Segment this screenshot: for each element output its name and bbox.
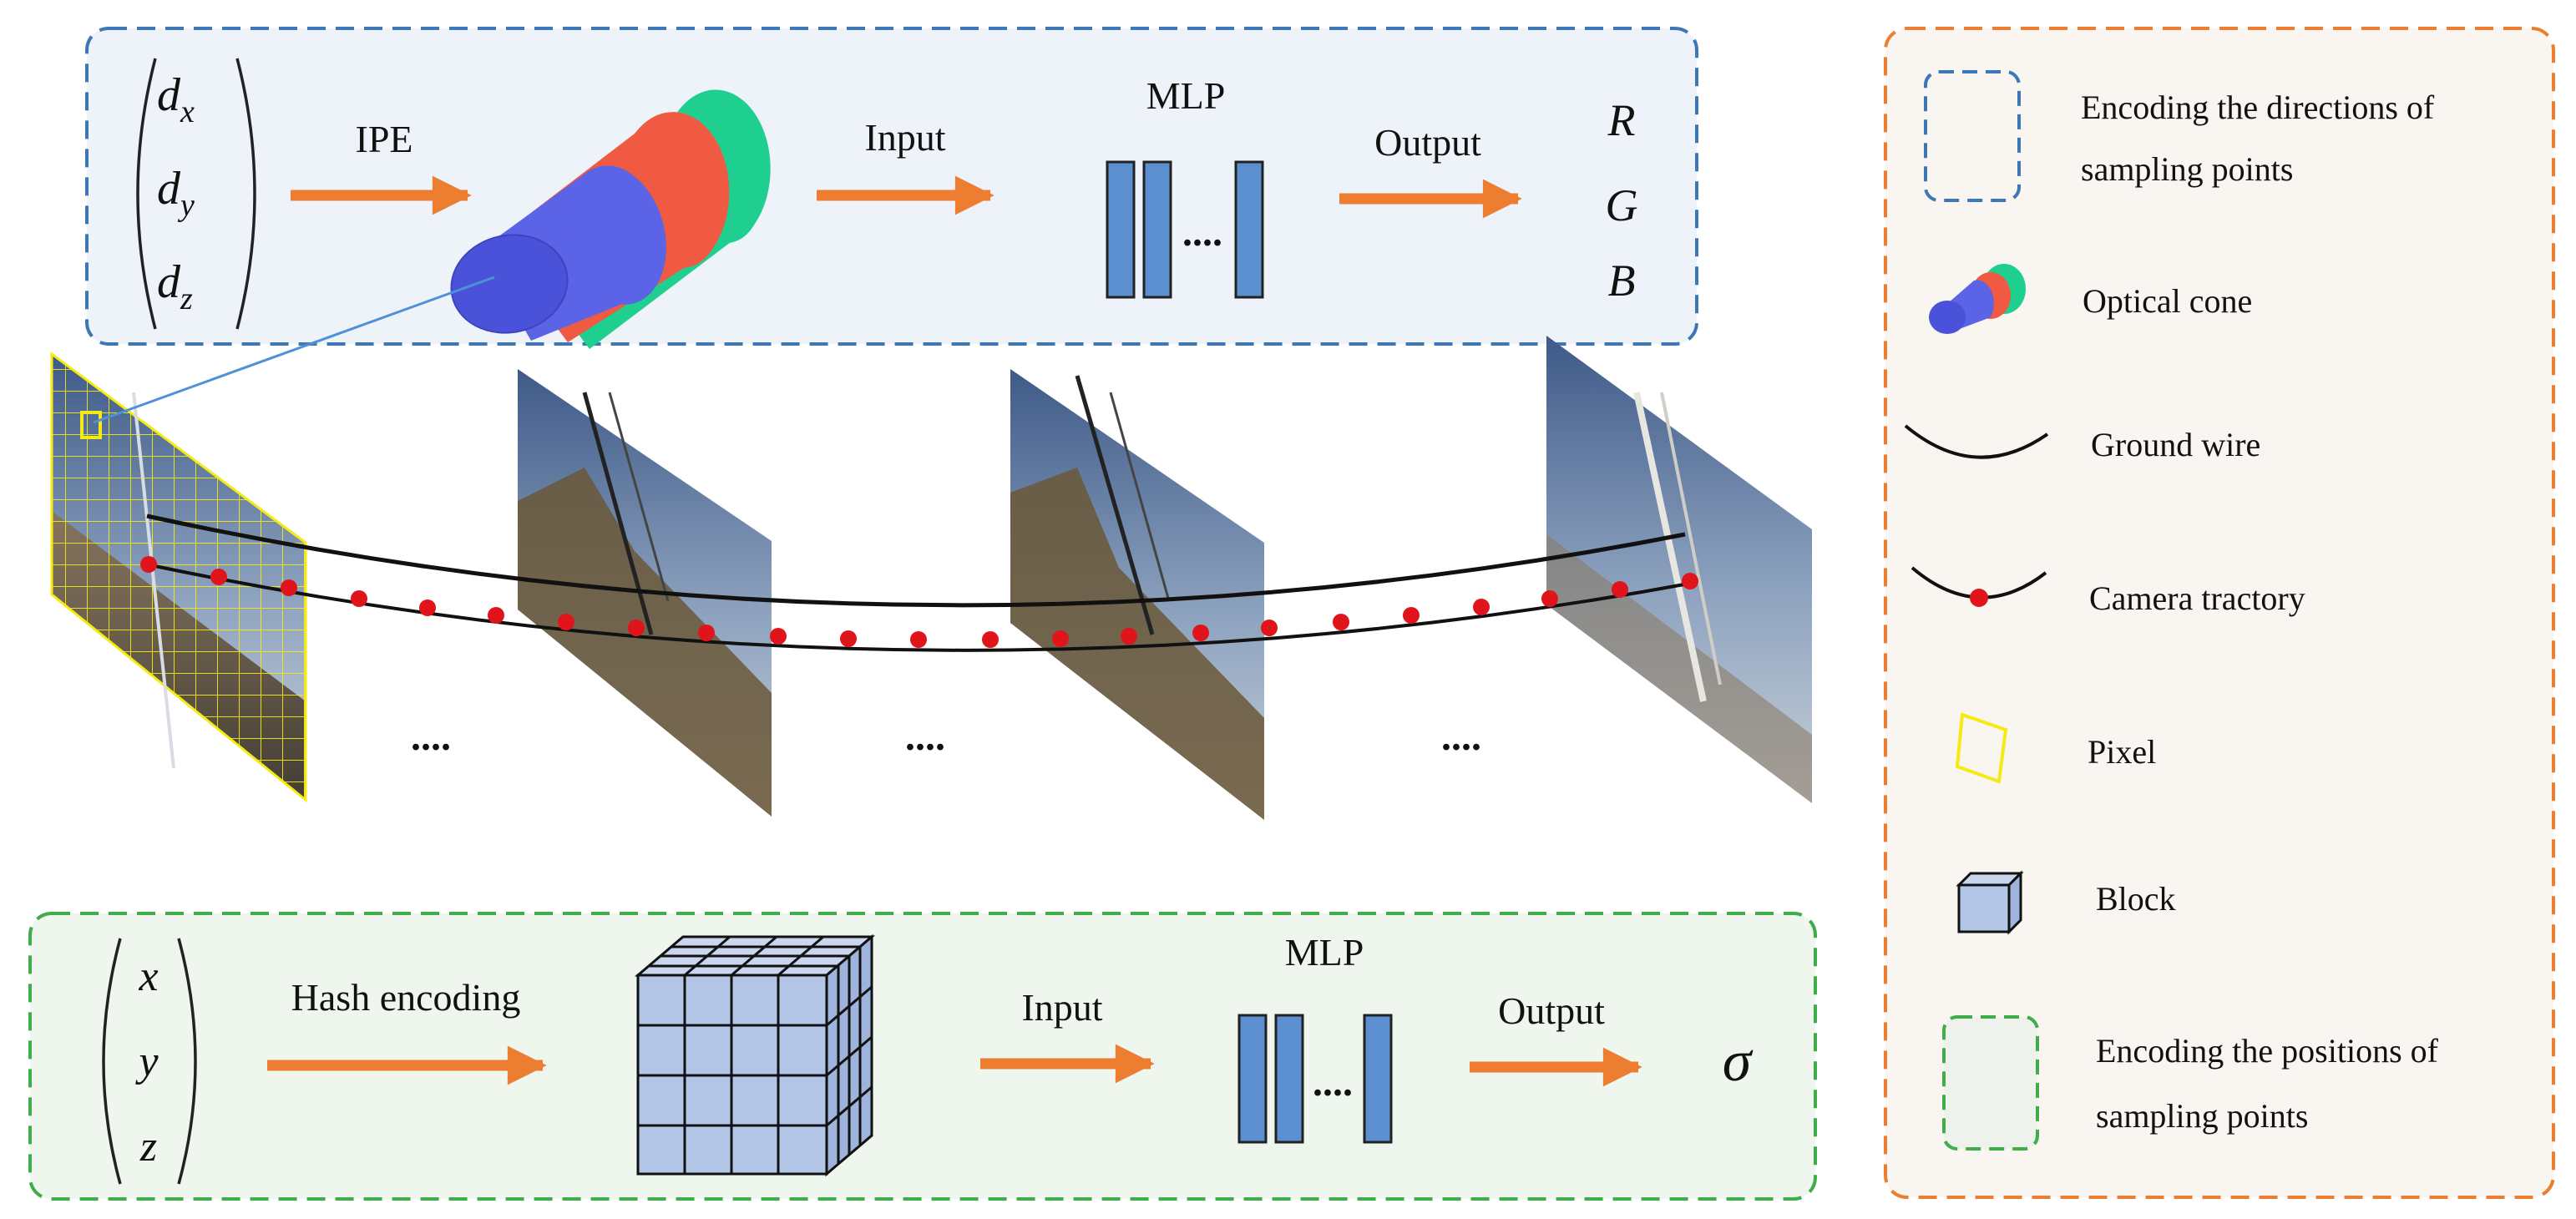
top-mlp-label: MLP [1146,74,1226,117]
gap-dots-1: .... [411,715,451,759]
legend-label-positions-1: Encoding the positions of [2096,1032,2439,1070]
bottom-input-label: Input [1021,986,1102,1029]
legend-blue-box-icon [1924,70,2021,202]
output-r: R [1607,95,1636,145]
optical-cone [450,89,771,349]
right-paren [235,58,256,330]
legend-trajectory-icon [1910,566,2047,607]
legend-pixel-icon [1955,712,2008,784]
direction-encoding-panel: dx dy dz IPE Input MLP .... Output [85,27,1698,349]
bottom-mlp-label: MLP [1285,931,1364,974]
vector-x: x [138,953,158,1000]
legend-label-wire: Ground wire [2091,426,2260,463]
vector-dz: dz [157,256,193,316]
position-encoding-panel: x y z Hash encoding [28,912,1817,1201]
legend-label-trajectory: Camera tractory [2089,579,2305,617]
image-planes [50,336,1812,820]
svg-text:....: .... [1313,1060,1353,1105]
top-input-label: Input [864,116,945,159]
legend-label-positions-2: sampling points [2096,1097,2308,1135]
gap-dots-2: .... [905,715,945,759]
ground-wire [146,513,1686,608]
legend-label-directions-2: sampling points [2081,150,2293,188]
legend-label-directions-1: Encoding the directions of [2081,89,2435,126]
output-b: B [1608,255,1636,306]
left-paren-bottom [102,938,122,1185]
svg-text:....: .... [1182,210,1222,255]
top-output-label: Output [1374,121,1481,164]
image-plane-3 [1010,369,1264,820]
legend-label-pixel: Pixel [2088,733,2156,771]
legend-block-icon [1956,870,2024,935]
left-paren [136,58,157,330]
hash-grid-cube [634,933,876,1177]
trajectory-points [140,556,1698,648]
vector-z: z [139,1123,157,1171]
legend-cone-icon [1929,264,2026,334]
pixel-to-cone-line [93,276,495,424]
image-plane-1 [50,352,307,803]
hash-encoding-label: Hash encoding [291,976,521,1019]
image-plane-4 [1546,336,1812,803]
bottom-output-label: Output [1498,989,1605,1032]
top-mlp: .... [1106,160,1264,299]
bottom-mlp: .... [1237,1014,1393,1144]
right-paren-bottom [177,938,197,1185]
legend-green-box-icon [1942,1015,2039,1151]
legend-label-cone: Optical cone [2083,282,2252,320]
vector-dx: dx [157,69,195,129]
legend-panel: Encoding the directions of sampling poin… [1884,27,2555,1199]
vector-y: y [134,1038,159,1085]
vector-dy: dy [157,163,195,223]
legend-wire-icon [1904,424,2049,459]
ipe-label: IPE [356,118,413,160]
output-sigma: σ [1723,1029,1754,1094]
output-g: G [1606,180,1638,230]
pixel-marker [80,411,102,439]
camera-trajectory [146,563,1694,652]
legend-label-block: Block [2096,880,2176,918]
gap-dots-3: .... [1441,715,1481,759]
